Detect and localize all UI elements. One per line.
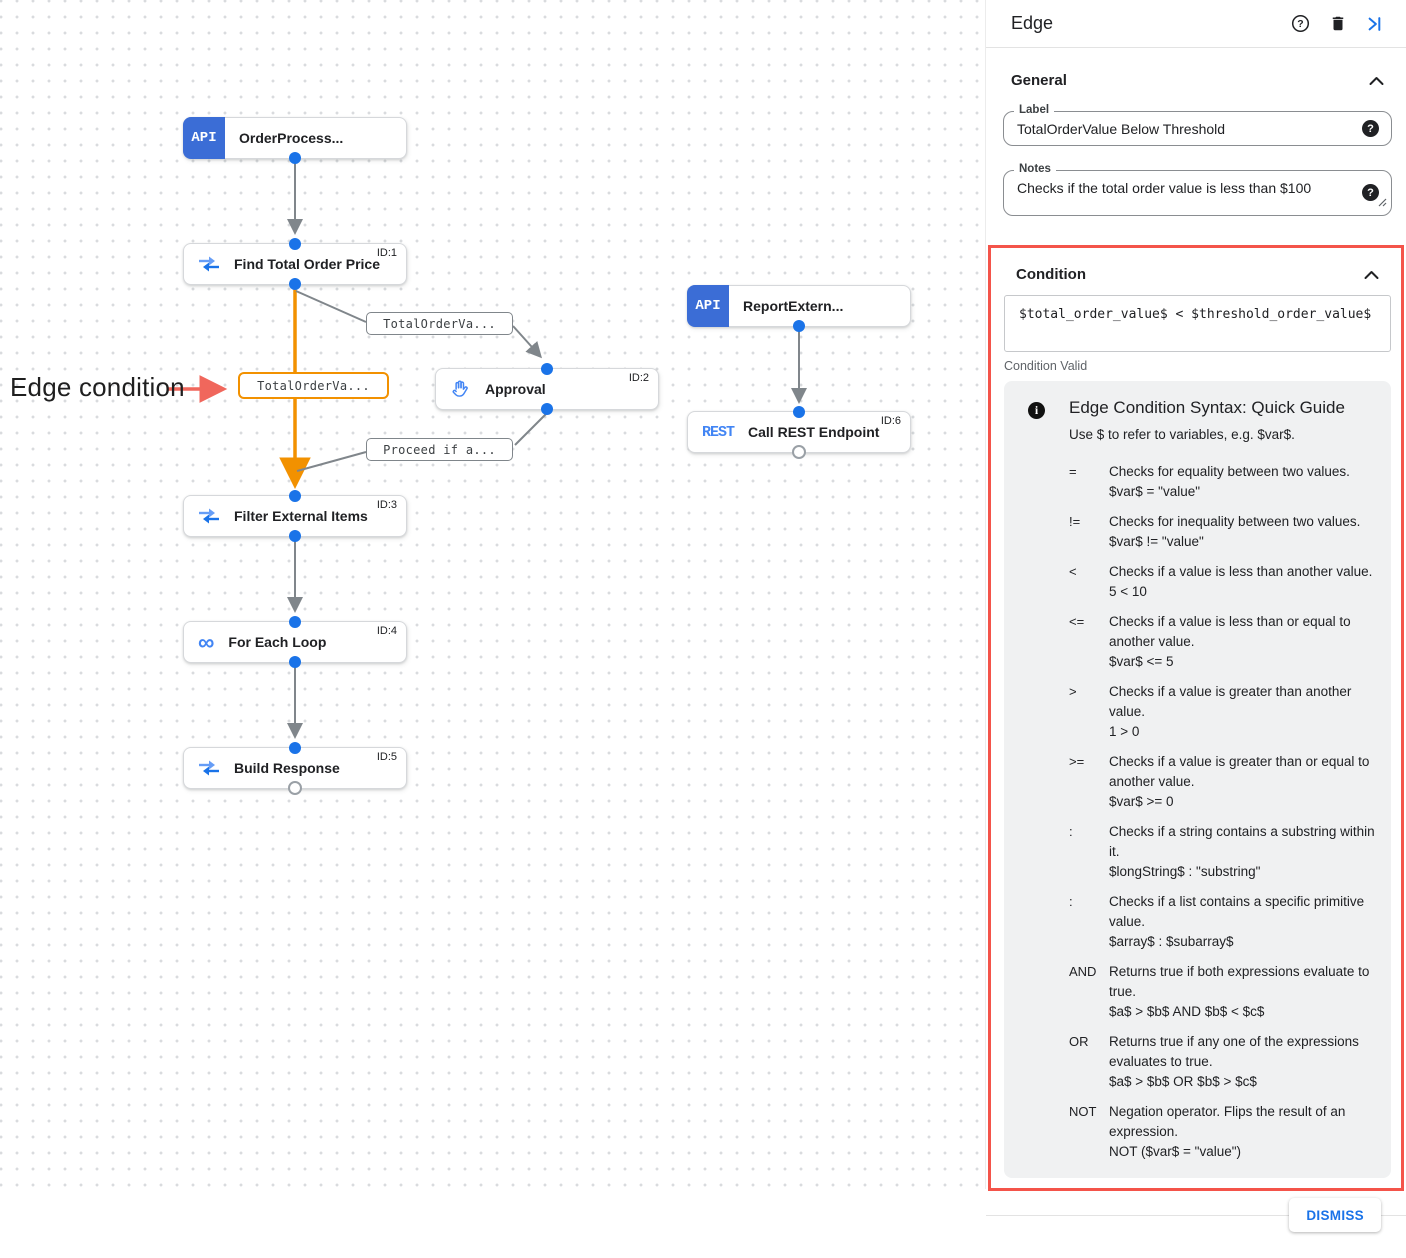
label-input[interactable]: [1017, 121, 1353, 137]
condition-section-highlight: Condition $total_order_value$ < $thresho…: [988, 245, 1404, 1191]
delete-icon[interactable]: [1329, 14, 1347, 33]
operator-row: = Checks for equality between two values…: [1069, 464, 1350, 499]
workflow-edges: [167, 160, 807, 739]
node-title: OrderProcess...: [239, 130, 344, 146]
node-id-badge: ID:2: [628, 372, 649, 384]
operator-row: > Checks if a value is greater than anot…: [1069, 684, 1352, 739]
output-port[interactable]: [793, 320, 805, 332]
svg-text:?: ?: [1297, 19, 1303, 30]
collapse-general-icon[interactable]: [1369, 76, 1384, 86]
notes-input[interactable]: Checks if the total order value is less …: [1017, 180, 1353, 210]
operator-row: : Checks if a string contains a substrin…: [1069, 824, 1375, 879]
panel-footer: DISMISS: [986, 1198, 1406, 1258]
node-for-each-loop[interactable]: ID:4 ∞ For Each Loop: [183, 616, 407, 668]
node-title: Find Total Order Price: [234, 256, 380, 272]
node-title: Filter External Items: [234, 508, 368, 524]
edge-condition-annotation: Edge condition: [10, 372, 185, 402]
node-approval[interactable]: ID:2 Approval: [435, 363, 659, 415]
input-port[interactable]: [793, 406, 805, 418]
data-mapping-icon: [198, 759, 220, 777]
node-report-extern-trigger[interactable]: API ReportExtern...: [687, 285, 911, 332]
guide-subtitle: Use $ to refer to variables, e.g. $var$.: [1069, 427, 1295, 442]
condition-valid-status: Condition Valid: [1004, 359, 1088, 373]
condition-heading: Condition: [1016, 266, 1086, 283]
operator-row: OR Returns true if any one of the expres…: [1069, 1034, 1359, 1089]
edge-config-panel: Edge ? General: [985, 0, 1406, 1232]
node-id-badge: ID:5: [376, 751, 397, 763]
label-help-icon[interactable]: ?: [1362, 120, 1379, 137]
data-mapping-icon: [198, 255, 220, 273]
node-build-response[interactable]: ID:5 Build Response: [183, 742, 407, 795]
data-mapping-icon: [198, 507, 220, 525]
input-port[interactable]: [289, 490, 301, 502]
api-trigger-icon: API: [687, 285, 729, 327]
input-port[interactable]: [289, 616, 301, 628]
node-call-rest-endpoint[interactable]: ID:6 REST Call REST Endpoint: [687, 406, 911, 459]
loop-infinity-icon: ∞: [198, 629, 215, 655]
operator-row: >= Checks if a value is greater than or …: [1069, 754, 1370, 809]
input-port[interactable]: [289, 742, 301, 754]
collapse-condition-icon[interactable]: [1364, 270, 1379, 280]
guide-title: Edge Condition Syntax: Quick Guide: [1069, 398, 1345, 417]
notes-help-icon[interactable]: ?: [1362, 184, 1379, 201]
node-title: Build Response: [234, 760, 340, 776]
collapse-panel-icon[interactable]: [1366, 15, 1384, 33]
label-field-label: Label: [1014, 104, 1055, 116]
output-port[interactable]: [289, 530, 301, 542]
operator-row: : Checks if a list contains a specific p…: [1069, 894, 1365, 949]
node-id-badge: ID:6: [880, 415, 901, 427]
node-filter-external-items[interactable]: ID:3 Filter External Items: [183, 490, 407, 542]
dismiss-button[interactable]: DISMISS: [1289, 1198, 1381, 1232]
operator-row: <= Checks if a value is less than or equ…: [1069, 614, 1351, 669]
output-port[interactable]: [289, 278, 301, 290]
workflow-canvas[interactable]: API OrderProcess... ID:1 Find Total Orde…: [0, 0, 985, 1189]
panel-header: Edge ?: [986, 0, 1406, 48]
approval-hand-icon: [450, 379, 471, 400]
node-title: Approval: [485, 381, 546, 397]
output-port[interactable]: [289, 152, 301, 164]
node-title: ReportExtern...: [743, 298, 844, 314]
rest-task-icon: REST: [702, 423, 735, 441]
panel-title: Edge: [1011, 13, 1054, 33]
node-title: Call REST Endpoint: [748, 424, 880, 440]
resize-handle-icon[interactable]: [1378, 194, 1387, 212]
terminal-port[interactable]: [792, 445, 806, 459]
terminal-port[interactable]: [288, 781, 302, 795]
node-order-process-trigger[interactable]: API OrderProcess...: [183, 117, 407, 164]
syntax-quick-guide: i Edge Condition Syntax: Quick Guide Use…: [1004, 381, 1391, 1178]
api-trigger-icon: API: [183, 117, 225, 159]
help-icon[interactable]: ?: [1291, 14, 1310, 33]
node-find-total-order-price[interactable]: ID:1 Find Total Order Price: [183, 238, 407, 290]
label-field[interactable]: Label ?: [1003, 104, 1392, 146]
notes-field[interactable]: Notes Checks if the total order value is…: [1003, 163, 1392, 216]
output-port[interactable]: [289, 656, 301, 668]
input-port[interactable]: [289, 238, 301, 250]
output-port[interactable]: [541, 403, 553, 415]
node-id-badge: ID:4: [376, 625, 397, 637]
operator-row: AND Returns true if both expressions eva…: [1069, 964, 1370, 1019]
node-id-badge: ID:1: [376, 247, 397, 259]
edge-label-selected[interactable]: TotalOrderVa...: [238, 372, 389, 399]
edge-label-from-approval[interactable]: Proceed if a...: [366, 438, 513, 461]
operator-row: != Checks for inequality between two val…: [1069, 514, 1361, 549]
condition-expression-input[interactable]: $total_order_value$ < $threshold_order_v…: [1004, 295, 1391, 352]
node-title: For Each Loop: [228, 634, 327, 650]
operator-list: = Checks for equality between two values…: [1069, 462, 1377, 1162]
info-icon: i: [1028, 402, 1045, 419]
general-section: General Label ? Notes Checks if the tota…: [986, 72, 1406, 216]
operator-row: < Checks if a value is less than another…: [1069, 564, 1373, 599]
notes-field-label: Notes: [1014, 163, 1056, 175]
input-port[interactable]: [541, 363, 553, 375]
operator-row: NOT Negation operator. Flips the result …: [1069, 1104, 1346, 1159]
edge-label-to-approval[interactable]: TotalOrderVa...: [366, 312, 513, 335]
general-heading: General: [1011, 72, 1067, 89]
node-id-badge: ID:3: [376, 499, 397, 511]
